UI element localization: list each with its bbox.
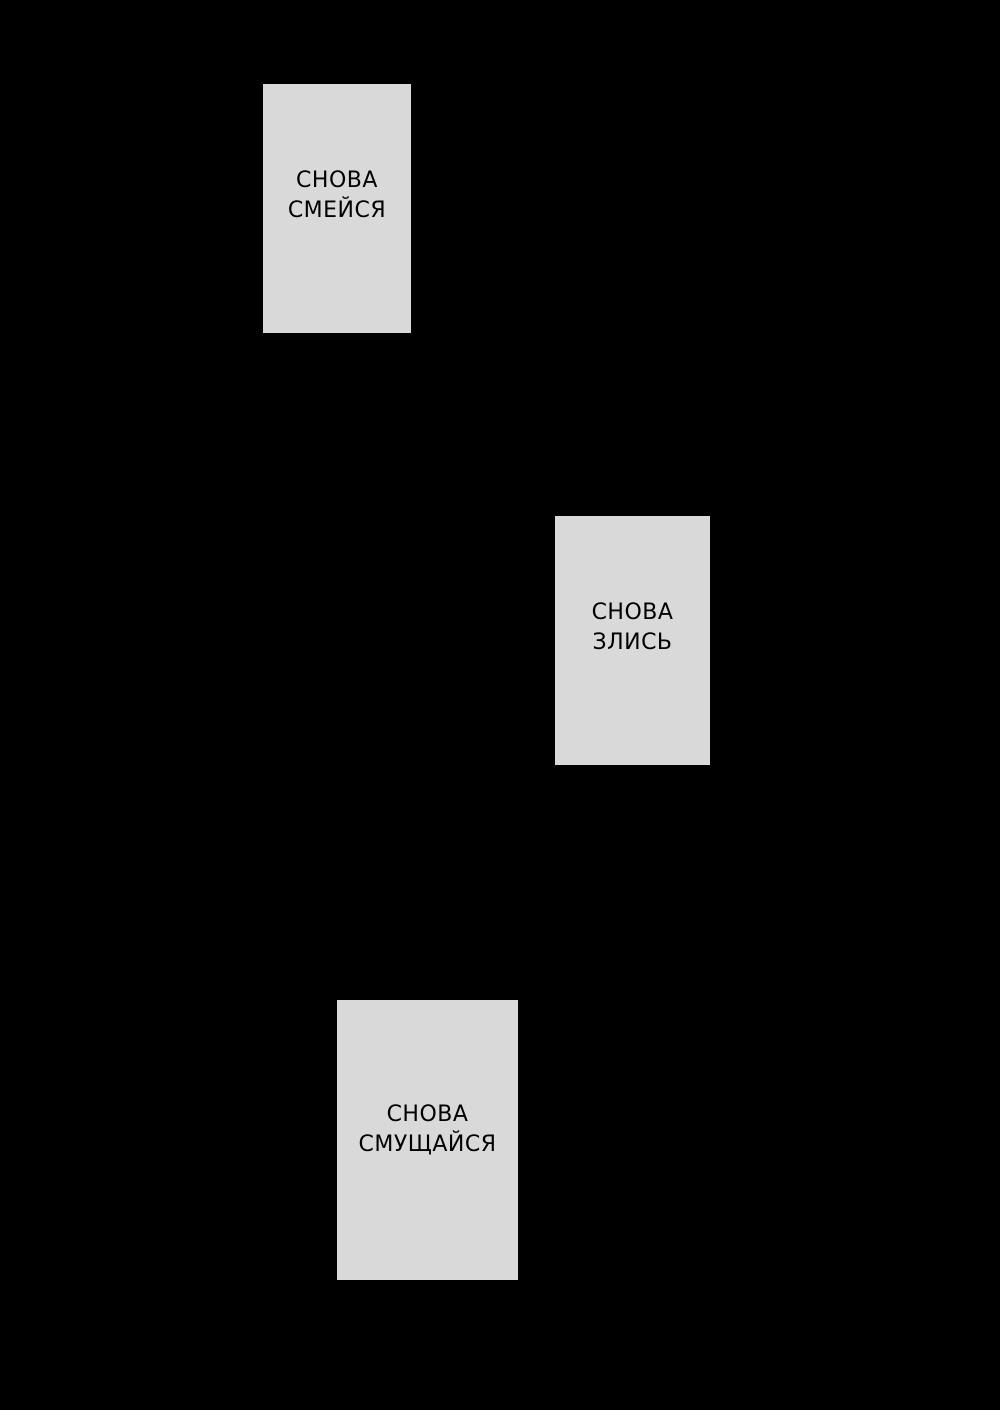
caption-line-1: СНОВА: [296, 167, 378, 193]
text-panel-angry: СНОВА ЗЛИСЬ: [555, 516, 710, 765]
panel-caption: СНОВА СМУЩАЙСЯ: [359, 1100, 497, 1160]
panel-caption: СНОВА СМЕЙСЯ: [288, 166, 386, 226]
caption-line-1: СНОВА: [386, 1102, 469, 1127]
panel-caption: СНОВА ЗЛИСЬ: [592, 598, 674, 658]
caption-line-2: ЗЛИСЬ: [592, 629, 673, 655]
caption-line-2: СМУЩАЙСЯ: [358, 1132, 497, 1157]
text-panel-embarrassed: СНОВА СМУЩАЙСЯ: [337, 1000, 518, 1280]
caption-line-1: СНОВА: [591, 599, 674, 625]
caption-line-2: СМЕЙСЯ: [287, 197, 387, 223]
text-panel-laugh: СНОВА СМЕЙСЯ: [263, 84, 411, 333]
